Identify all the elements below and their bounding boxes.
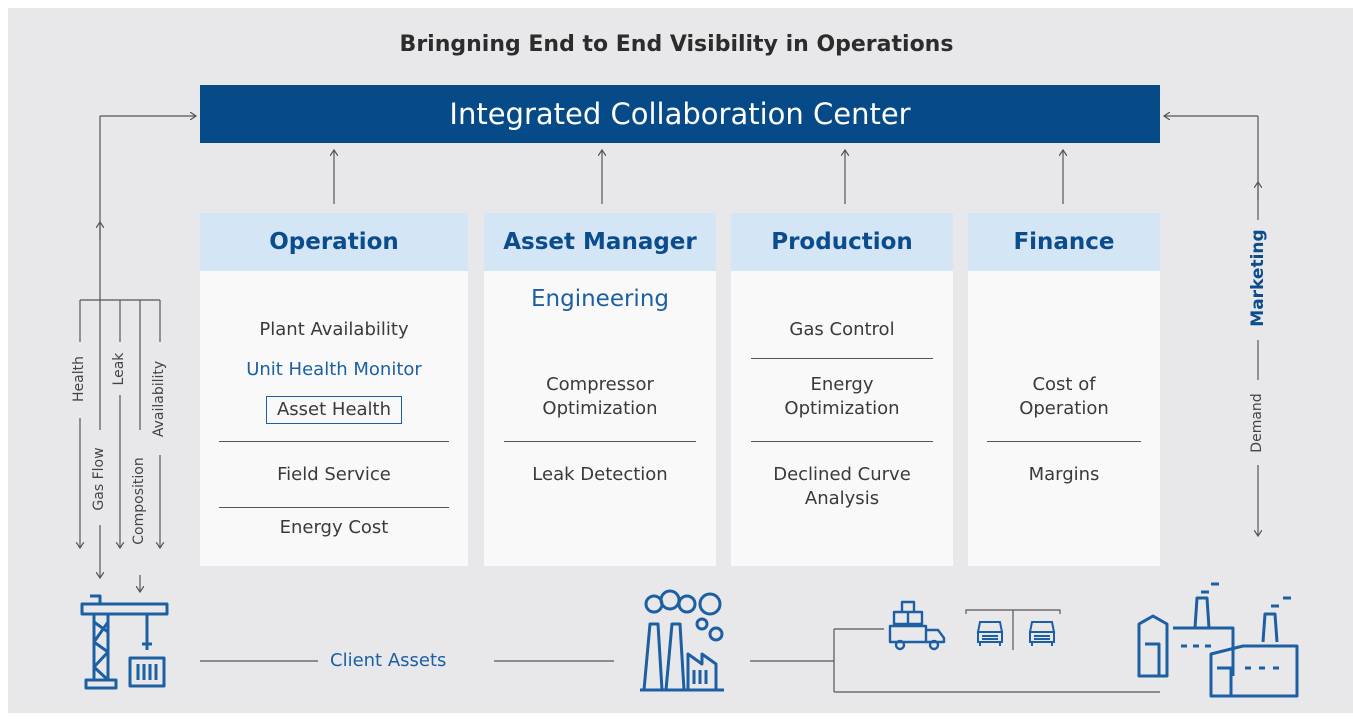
column-header: Asset Manager (484, 213, 716, 271)
divider (751, 441, 933, 442)
item-field-service: Field Service (277, 464, 391, 485)
column-header: Operation (200, 213, 468, 271)
item-unit-health-monitor: Unit Health Monitor (246, 359, 422, 380)
item-cost-of-operation: Cost of Operation (1019, 374, 1109, 419)
item-asset-health: Asset Health (265, 396, 403, 424)
integrated-collaboration-center: Integrated Collaboration Center (200, 85, 1160, 143)
delivery-truck-icon (888, 600, 946, 651)
diagram-title: Bringning End to End Visibility in Opera… (399, 32, 954, 57)
flow-label-availability: Availability (151, 360, 167, 438)
client-assets-label: Client Assets (330, 650, 447, 671)
item-energy-optimization: Energy Optimization (784, 374, 900, 419)
item-plant-availability: Plant Availability (259, 319, 409, 340)
flow-label-demand: Demand (1249, 393, 1265, 453)
item-engineering: Engineering (531, 286, 669, 312)
divider (219, 441, 449, 442)
column-production: Production Gas Control Energy Optimizati… (731, 213, 953, 566)
column-asset-manager: Asset Manager Engineering Compressor Opt… (484, 213, 716, 566)
flow-label-marketing: Marketing (1248, 229, 1268, 327)
item-compressor-optimization: Compressor Optimization (542, 374, 658, 419)
divider (504, 441, 696, 442)
tanker-truck-icon (976, 621, 1004, 646)
divider (219, 507, 449, 508)
flow-label-health: Health (71, 356, 87, 402)
item-gas-control: Gas Control (789, 319, 895, 340)
flow-label-composition: Composition (131, 457, 147, 545)
item-energy-cost: Energy Cost (279, 517, 389, 538)
column-header: Finance (968, 213, 1160, 271)
flow-label-leak: Leak (111, 352, 127, 386)
column-header: Production (731, 213, 953, 271)
column-finance: Finance Cost of Operation Margins (968, 213, 1160, 566)
tanker-truck-icon (1028, 621, 1056, 646)
divider (751, 358, 933, 359)
divider (987, 441, 1141, 442)
refinery-icon (640, 589, 724, 692)
item-margins: Margins (1028, 464, 1100, 485)
flow-label-gas-flow: Gas Flow (91, 447, 107, 511)
item-declined-curve-analysis: Declined Curve Analysis (773, 464, 911, 509)
column-operation: Operation Plant Availability Unit Health… (200, 213, 468, 566)
item-leak-detection: Leak Detection (532, 464, 668, 485)
crane-container-icon (80, 594, 169, 690)
factory-icon (1137, 582, 1299, 698)
